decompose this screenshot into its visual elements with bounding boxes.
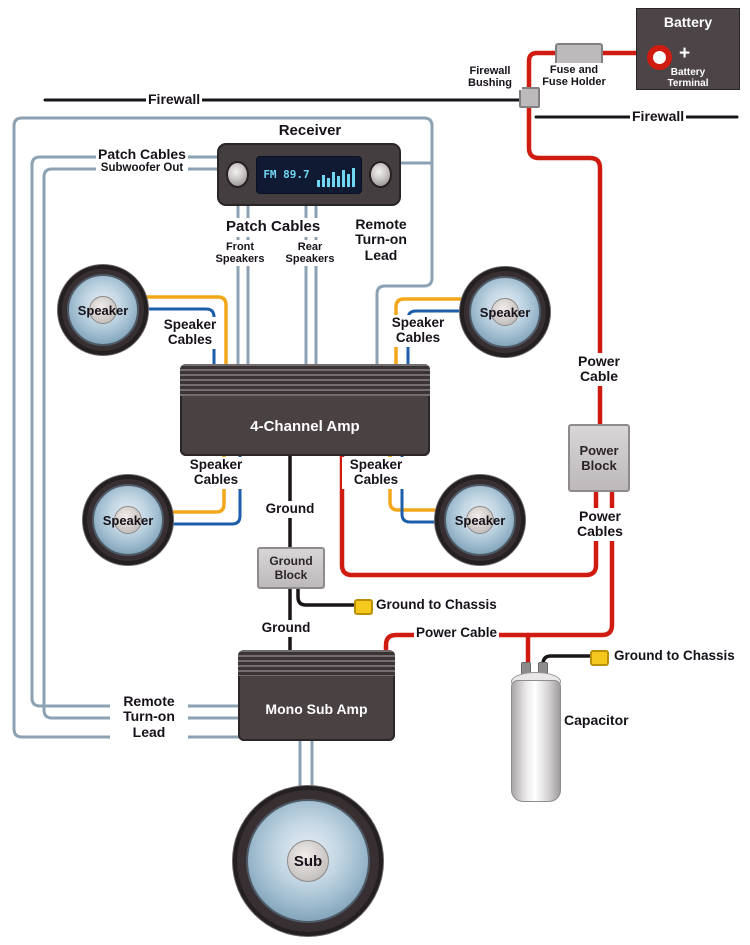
power-cable-main [526, 50, 663, 429]
sub-label: Sub [293, 852, 323, 870]
amp-heatsink-fins [238, 650, 395, 676]
capacitor-ground-wire [541, 654, 592, 674]
battery-terminal-label: Battery Terminal [667, 67, 709, 89]
patch-subwoofer-subtitle: Subwoofer Out [100, 162, 184, 175]
speaker-cable-br-yellow [388, 454, 467, 512]
power-cable-label: Power Cable [566, 353, 632, 386]
amp-heatsink-fins [180, 364, 430, 396]
fuse-holder-label: Fuse and Fuse Holder [540, 63, 608, 90]
remote-turn-on-lead-wire [12, 116, 434, 739]
ground-wire-to-chassis [296, 583, 355, 607]
speaker-cables-label-bl: Speaker Cables [182, 457, 250, 489]
firewall-bushing-label: Firewall Bushing [458, 64, 522, 91]
capacitor-label: Capacitor [562, 712, 631, 730]
speaker-cap [89, 296, 117, 324]
speaker-label: Speaker [454, 512, 506, 528]
battery-terminal-icon [647, 45, 672, 70]
speaker-cap [287, 840, 329, 882]
ground-connector-icon [590, 650, 609, 666]
patch-subwoofer-label: Patch Cables Subwoofer Out [96, 146, 188, 177]
patch-cable-subwoofer-2 [42, 167, 242, 720]
speaker-cable-tl-yellow [118, 295, 228, 366]
power-cable-to-4ch-amp [339, 453, 599, 578]
rear-speakers-label: Rear Speakers [282, 240, 338, 267]
patch-subwoofer-title: Patch Cables [98, 146, 186, 162]
ground-to-chassis-label-right: Ground to Chassis [612, 648, 737, 665]
ground-connector-icon [354, 599, 373, 615]
speaker-cone [444, 484, 516, 556]
speaker-bottom-left: Speaker [83, 475, 173, 565]
speaker-bottom-right: Speaker [435, 475, 525, 565]
patch-cable-subwoofer-1 [30, 155, 242, 708]
receiver: FM 89.7 [217, 143, 401, 206]
spectrum-bars-icon [316, 163, 355, 187]
patch-cables-label: Patch Cables [224, 218, 321, 237]
receiver-display: FM 89.7 [256, 155, 362, 194]
power-block-label: Power Block [579, 443, 619, 473]
battery-box: Battery + Battery Terminal [636, 8, 740, 90]
speaker-cables-label-tl: Speaker Cables [156, 317, 224, 349]
ground-label-top: Ground [262, 501, 318, 518]
subwoofer: Sub [233, 786, 383, 936]
speaker-top-right: Speaker [460, 267, 550, 357]
speaker-cap [114, 506, 142, 534]
firewall-bushing [519, 87, 540, 108]
remote-turn-on-top-label: Remote Turn-on Lead [344, 216, 418, 265]
power-cable-sub-label: Power Cable [414, 625, 500, 642]
speaker-label: Speaker [479, 304, 531, 320]
speaker-cap [491, 298, 519, 326]
speaker-cable-bl-yellow [143, 454, 226, 514]
ground-block-label: Ground Block [269, 554, 313, 582]
ground-block: Ground Block [257, 547, 325, 589]
speaker-cables-label-br: Speaker Cables [342, 457, 410, 489]
power-block: Power Block [568, 424, 630, 492]
remote-turn-on-bottom-label: Remote Turn-on Lead [110, 693, 188, 742]
battery-label: Battery [663, 14, 713, 30]
ground-label-bottom: Ground [258, 620, 314, 637]
power-cables-label: Power Cables [564, 508, 636, 541]
speaker-cable-br-blue [400, 454, 467, 524]
mono-sub-amp: Mono Sub Amp [238, 650, 395, 741]
firewall-right-label: Firewall [630, 108, 687, 126]
plus-sign: + [679, 43, 691, 64]
four-channel-amp: 4-Channel Amp [180, 364, 430, 456]
speaker-label: Speaker [77, 302, 129, 318]
speaker-cable-bl-blue [143, 454, 242, 526]
speaker-cable-tr-yellow [394, 297, 494, 366]
ground-to-chassis-label-top: Ground to Chassis [374, 597, 499, 614]
receiver-knob-right-icon [368, 161, 392, 188]
speaker-cables-label-tr: Speaker Cables [384, 315, 452, 347]
receiver-display-text: FM 89.7 [263, 168, 310, 181]
speaker-cable-tl-blue [118, 307, 216, 366]
speaker-cap [466, 506, 494, 534]
front-speakers-label: Front Speakers [212, 240, 268, 267]
receiver-label: Receiver [278, 122, 342, 139]
firewall-left-label: Firewall [146, 91, 203, 109]
mono-sub-amp-label: Mono Sub Amp [265, 700, 368, 717]
speaker-top-left: Speaker [58, 265, 148, 355]
capacitor [511, 680, 561, 802]
speaker-label: Speaker [102, 512, 154, 528]
receiver-knob-left-icon [226, 161, 250, 188]
four-channel-amp-label: 4-Channel Amp [250, 417, 360, 435]
